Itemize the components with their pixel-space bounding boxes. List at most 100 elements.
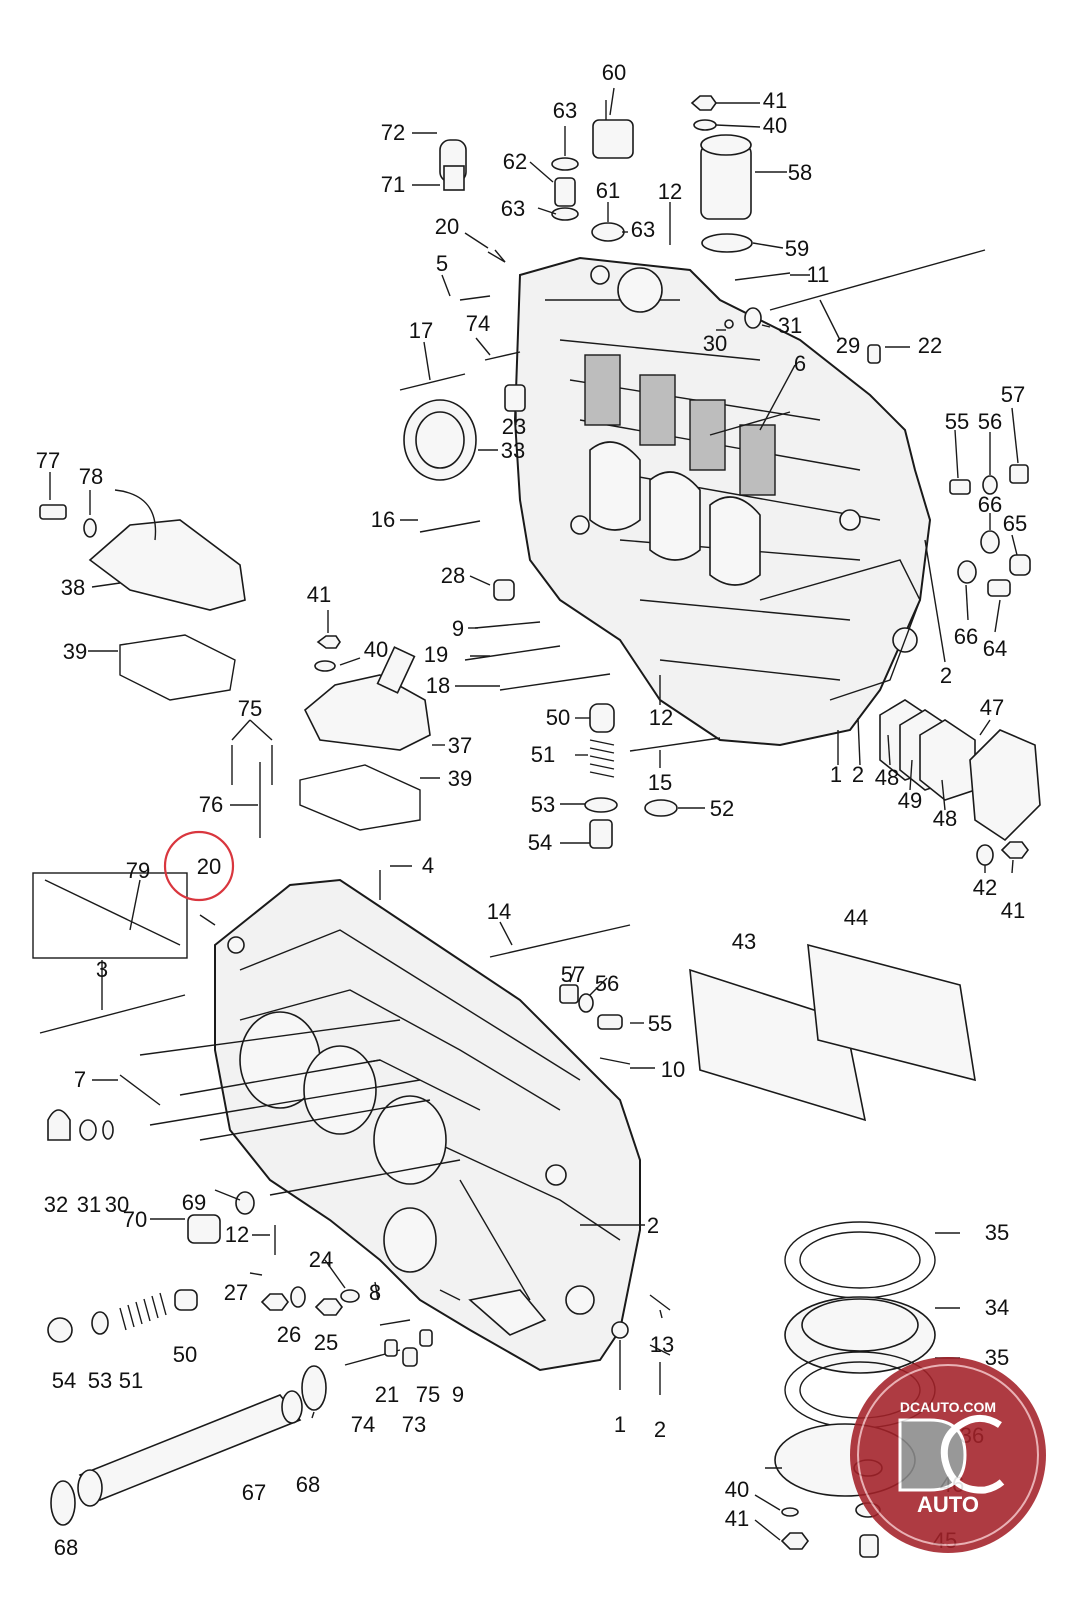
callout-label: 31	[778, 313, 802, 338]
callout-label: 63	[631, 217, 655, 242]
callout-label: 13	[650, 1332, 674, 1357]
callout-label: 25	[314, 1330, 338, 1355]
callout-label: 39	[63, 639, 87, 664]
callout-label: 42	[973, 875, 997, 900]
callout-label: 60	[602, 60, 626, 85]
callout-label: 74	[466, 311, 490, 336]
callout-label: 39	[448, 766, 472, 791]
callout-label: 41	[725, 1506, 749, 1531]
callout-label: 49	[898, 788, 922, 813]
callout-label: 40	[725, 1477, 749, 1502]
callout-label: 27	[224, 1280, 248, 1305]
callout-label: 64	[983, 636, 1007, 661]
callout-label: 62	[503, 149, 527, 174]
callout-label: 65	[1003, 511, 1027, 536]
callout-label: 48	[933, 806, 957, 831]
callout-label: 66	[978, 492, 1002, 517]
callout-label: 40	[364, 637, 388, 662]
callout-label: 17	[409, 318, 433, 343]
callout-label: 41	[763, 88, 787, 113]
callout-label: 21	[375, 1382, 399, 1407]
callout-label: 55	[648, 1011, 672, 1036]
callout-label: 9	[452, 1382, 464, 1407]
callout-label: 69	[182, 1190, 206, 1215]
leader-lines	[49, 87, 1019, 1541]
callout-label: 76	[199, 792, 223, 817]
callout-label: 2	[654, 1417, 666, 1442]
callout-label: 66	[954, 624, 978, 649]
callout-label: 2	[940, 663, 952, 688]
callout-label: 38	[61, 575, 85, 600]
callout-label: 20	[435, 214, 459, 239]
callout-label: 52	[710, 796, 734, 821]
highlight-circle	[163, 830, 235, 902]
callout-label: 37	[448, 733, 472, 758]
callout-label: 22	[918, 333, 942, 358]
callout-label: 51	[531, 742, 555, 767]
callout-label: 14	[487, 899, 511, 924]
callout-label: 7	[74, 1067, 86, 1092]
callout-label: 72	[381, 120, 405, 145]
callout-label: 67	[242, 1480, 266, 1505]
watermark-word-text: AUTO	[917, 1492, 979, 1517]
callout-label: 3	[96, 957, 108, 982]
callout-label: 31	[77, 1192, 101, 1217]
studs-and-bolts	[39, 202, 986, 1366]
callout-label: 73	[402, 1412, 426, 1437]
callout-label: 19	[424, 642, 448, 667]
callout-label: 58	[788, 160, 812, 185]
callout-label: 12	[649, 705, 673, 730]
callout-label: 24	[309, 1247, 333, 1272]
callout-label: 63	[501, 196, 525, 221]
callout-label: 30	[105, 1192, 129, 1217]
callout-label: 77	[36, 448, 60, 473]
callout-label: 56	[978, 409, 1002, 434]
callout-label: 68	[54, 1535, 78, 1560]
callout-label: 23	[502, 414, 526, 439]
callout-label: 74	[351, 1412, 375, 1437]
callout-label: 11	[807, 262, 830, 287]
callout-label: 26	[277, 1322, 301, 1347]
callout-label: 20	[197, 854, 221, 879]
callout-label: 4	[422, 853, 434, 878]
callout-label: 15	[648, 770, 672, 795]
callout-label: 40	[763, 113, 787, 138]
callout-label: 50	[546, 705, 570, 730]
callout-label: 2	[852, 762, 864, 787]
callout-label: 1	[614, 1412, 626, 1437]
callout-label: 48	[875, 765, 899, 790]
lower-crankcase-half	[214, 878, 641, 1372]
callout-label: 35	[985, 1220, 1009, 1245]
callout-label: 30	[703, 331, 727, 356]
callout-label: 54	[528, 830, 552, 855]
callout-label: 55	[945, 409, 969, 434]
callout-label: 6	[794, 351, 806, 376]
callout-label: 41	[307, 582, 331, 607]
callout-label: 44	[844, 905, 868, 930]
callout-label: 53	[531, 792, 555, 817]
callout-label: 51	[119, 1368, 143, 1393]
dcauto-watermark-logo: DCAUTO.COM AUTO DC	[850, 1357, 1046, 1553]
callout-label: 35	[985, 1345, 1009, 1370]
callout-label: 71	[381, 172, 405, 197]
callout-label: 8	[369, 1280, 381, 1305]
callout-label: 12	[658, 179, 682, 204]
callout-label: 10	[661, 1057, 685, 1082]
callout-label: 56	[595, 971, 619, 996]
callout-label: 79	[126, 858, 150, 883]
callout-label: 59	[785, 236, 809, 261]
callout-label: 75	[416, 1382, 440, 1407]
callout-label: 1	[830, 762, 842, 787]
callout-label: 41	[1001, 898, 1025, 923]
watermark-site-text: DCAUTO.COM	[900, 1399, 996, 1415]
callout-label: 63	[553, 98, 577, 123]
small-parts	[32, 95, 1041, 1558]
callout-label: 5	[436, 251, 448, 276]
callout-label: 32	[44, 1192, 68, 1217]
callout-label: 47	[980, 695, 1004, 720]
callout-label: 34	[985, 1295, 1009, 1320]
callout-label: 16	[371, 507, 395, 532]
callout-label: 43	[732, 929, 756, 954]
callout-label: 78	[79, 464, 103, 489]
